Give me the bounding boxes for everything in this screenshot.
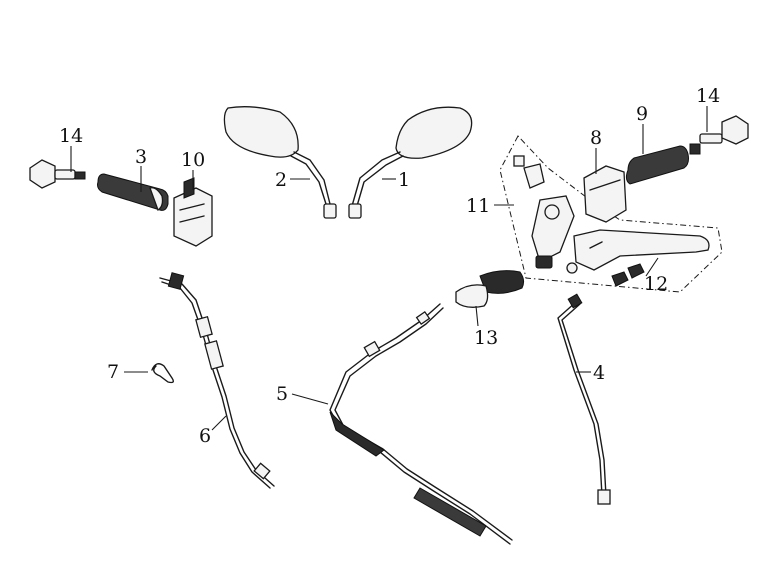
lever-bracket (513, 155, 578, 274)
assembly-outline (499, 135, 723, 293)
clutch-lever (573, 229, 710, 271)
throttle-cable (159, 272, 275, 489)
mirror-left (223, 106, 337, 219)
callout-4: 4 (593, 362, 605, 384)
callout-14-left: 14 (59, 125, 83, 147)
throttle-housing (583, 165, 627, 223)
callout-6: 6 (199, 425, 211, 447)
mirror-right (348, 106, 473, 219)
callout-3: 3 (135, 146, 147, 168)
callout-1: 1 (398, 169, 410, 191)
callout-7: 7 (107, 361, 119, 383)
callout-11: 11 (466, 195, 490, 217)
left-bar-end-weight (29, 159, 86, 189)
cable-boot (455, 270, 525, 308)
lever-screws (611, 263, 645, 287)
callout-14-right: 14 (696, 85, 720, 107)
left-switch-housing (173, 177, 213, 247)
clutch-cable (329, 303, 513, 545)
callout-13: 13 (474, 327, 498, 349)
brake-cable (557, 293, 611, 505)
leader-lines (70, 106, 708, 431)
callout-9: 9 (636, 103, 648, 125)
right-bar-end-weight (689, 115, 749, 155)
callout-12: 12 (644, 273, 668, 295)
callout-2: 2 (275, 169, 287, 191)
callout-8: 8 (590, 127, 602, 149)
left-grip (97, 173, 169, 212)
callout-5: 5 (276, 383, 288, 405)
callout-10: 10 (181, 149, 205, 171)
right-grip (625, 145, 689, 185)
cable-clip (151, 363, 175, 384)
